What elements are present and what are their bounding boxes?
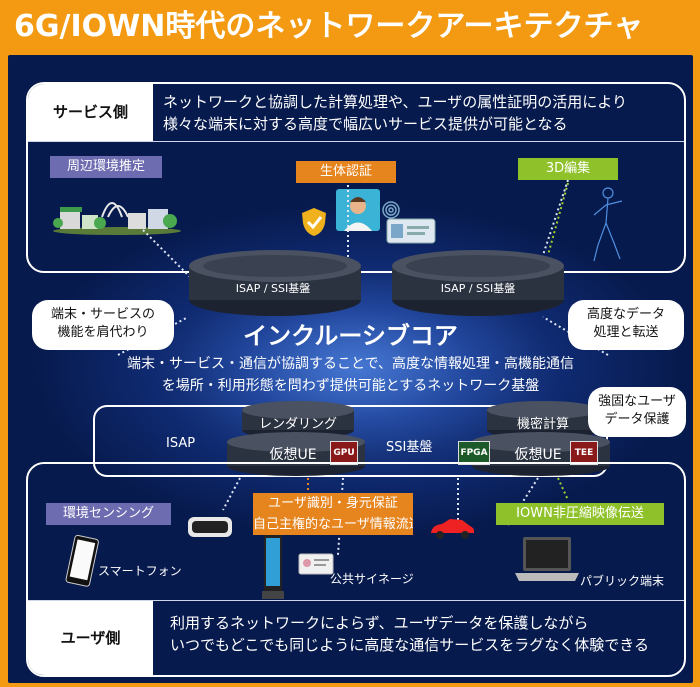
virtual-ue-left-label: 仮想UE <box>269 447 317 463</box>
bubble-advanced-processing: 高度なデータ 処理と転送 <box>568 300 684 350</box>
car-icon <box>431 519 475 539</box>
bubble-advanced-line1: 高度なデータ <box>586 307 665 322</box>
bubble-data-protection: 強固なユーザ データ保護 <box>588 387 686 437</box>
signage-label: 公共サイネージ <box>330 572 414 586</box>
fingerprint-icon <box>382 201 400 219</box>
bubble-function-proxy-line1: 端末・サービスの <box>50 307 155 322</box>
tag-identity-line2: 自己主権的なユーザ情報流通 <box>253 517 413 532</box>
tag-identity: ユーザ識別・身元保証 自己主権的なユーザ情報流通 <box>253 493 413 535</box>
tag-3d-edit: 3D編集 <box>518 158 618 180</box>
fpga-chip: FPGA <box>458 441 490 465</box>
user-id-card-icon <box>298 553 334 575</box>
tag-iown-video: IOWN非圧縮映像伝送 <box>496 503 664 525</box>
bubble-protect-line1: 強固なユーザ <box>598 394 676 409</box>
tag-env-sensing: 環境センシング <box>46 503 171 525</box>
service-side-description-2: 様々な端末に対する高度で幅広いサービス提供が可能となる <box>163 115 568 133</box>
city-icon <box>53 202 181 235</box>
user-side-box <box>26 462 686 677</box>
tee-chip: TEE <box>570 441 598 465</box>
user-side-label: ユーザ側 <box>28 601 153 675</box>
bubble-advanced-line2: 処理と転送 <box>593 325 659 340</box>
user-divider <box>28 600 684 601</box>
tag-biometrics: 生体認証 <box>296 161 396 183</box>
service-divider <box>28 141 684 142</box>
page-title: 6G/IOWN時代のネットワークアーキテクチャ <box>14 10 644 44</box>
rendering-label: レンダリング <box>258 417 337 432</box>
isap-ssi-disk-left <box>189 250 361 316</box>
user-side-description-2: いつでもどこでも同じように高度な通信サービスをラグなく体験できる <box>170 636 649 654</box>
user-side-description-1: 利用するネットワークによらず、ユーザデータを保護しながら <box>170 614 589 632</box>
3d-figure-icon <box>593 187 623 262</box>
public-terminal-label: パブリック端末 <box>580 574 665 588</box>
bubble-protect-line2: データ保護 <box>604 412 670 427</box>
disk-label-right: ISAP / SSI基盤 <box>440 282 516 295</box>
vr-headset-icon <box>188 517 232 537</box>
service-side-description-1: ネットワークと協調した計算処理や、ユーザの属性証明の活用により <box>163 93 627 111</box>
service-side-label: サービス側 <box>28 84 153 141</box>
network-globe-glow <box>38 205 678 535</box>
architecture-diagram: サービス側 ネットワークと協調した計算処理や、ユーザの属性証明の活用により 様々… <box>8 55 693 683</box>
laptop-icon <box>515 537 579 581</box>
isap-ssi-disk-right <box>392 250 564 316</box>
shield-icon <box>302 208 326 236</box>
bubble-function-proxy-line2: 機能を肩代わり <box>57 325 149 340</box>
ssi-label: SSI基盤 <box>386 440 433 455</box>
core-description-2: を場所・利用形態を問わず提供可能とするネットワーク基盤 <box>161 378 540 394</box>
smartphone-label: スマートフォン <box>98 564 182 578</box>
virtual-ue-right-label: 仮想UE <box>514 447 562 463</box>
bubble-function-proxy: 端末・サービスの 機能を肩代わり <box>32 300 174 350</box>
id-card-icon <box>386 218 436 244</box>
smartphone-icon <box>65 534 99 587</box>
gpu-chip: GPU <box>330 441 358 465</box>
core-description-1: 端末・サービス・通信が協調することで、高度な情報処理・高機能通信 <box>126 356 575 372</box>
tag-identity-line1: ユーザ識別・身元保証 <box>268 496 398 511</box>
signage-icon <box>262 535 284 599</box>
isap-label: ISAP <box>166 436 196 451</box>
core-title: インクルーシブコア <box>243 322 458 350</box>
tag-env-estimation: 周辺環境推定 <box>50 156 162 178</box>
confidential-label: 機密計算 <box>516 417 569 432</box>
disk-label-left: ISAP / SSI基盤 <box>235 282 311 295</box>
